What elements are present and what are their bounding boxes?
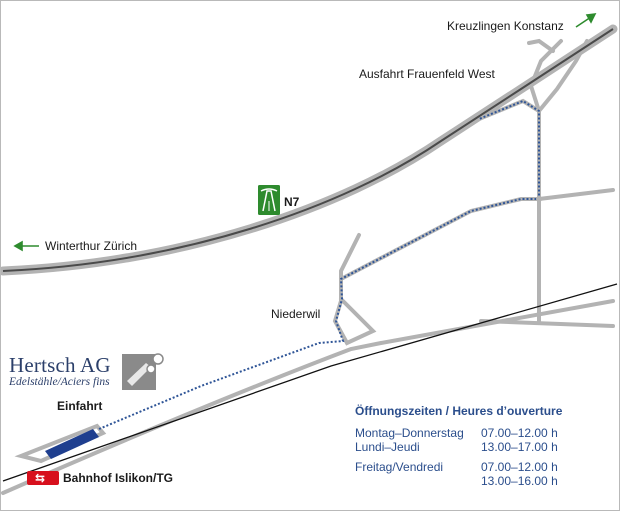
opening-hours: Öffnungszeiten / Heures d’ouverture Mont… — [355, 404, 562, 494]
hours-time: 13.00–16.00 h — [481, 474, 558, 488]
railway — [2, 283, 618, 482]
label-einfahrt: Einfahrt — [57, 399, 103, 413]
road-east — [537, 188, 615, 201]
company-tagline: Edelstähle/Aciers fins — [9, 376, 110, 388]
hours-day: Freitag/Vendredi — [355, 460, 444, 474]
hours-row: Freitag/Vendredi 07.00–12.00 h — [355, 460, 562, 474]
hours-row: Lundi–Jeudi 13.00–17.00 h — [355, 440, 562, 454]
hours-row: 13.00–16.00 h — [355, 474, 562, 488]
hours-group: Montag–Donnerstag 07.00–12.00 h Lundi–Je… — [355, 426, 562, 454]
hours-day: Montag–Donnerstag — [355, 426, 464, 440]
label-station: Bahnhof Islikon/TG — [63, 471, 173, 485]
junction-node — [536, 196, 542, 202]
ramp-west — [477, 98, 541, 121]
sbb-logo-icon: ⇆ — [27, 471, 59, 485]
company-logo-icon — [122, 353, 164, 390]
motorway-center — [2, 28, 614, 272]
company-name: Hertsch AG — [9, 353, 111, 377]
road-south — [1, 299, 615, 495]
hours-day: Lundi–Jeudi — [355, 440, 420, 454]
arrow-west-head — [13, 240, 23, 252]
hours-time: 07.00–12.00 h — [481, 426, 558, 440]
motorway — [1, 24, 618, 276]
hours-day — [355, 474, 481, 488]
label-kreuzlingen: Kreuzlingen Konstanz — [447, 19, 564, 33]
road-to-junction — [339, 197, 541, 281]
hours-time: 13.00–17.00 h — [481, 440, 558, 454]
direction-arrows — [13, 13, 597, 252]
motorway-outer — [1, 24, 618, 276]
road-niederwil — [332, 233, 377, 346]
hours-title: Öffnungszeiten / Heures d’ouverture — [355, 404, 563, 418]
arrow-northeast-head — [585, 13, 597, 24]
company-block: Hertsch AG Edelstähle/Aciers fins — [9, 353, 111, 388]
label-ausfahrt: Ausfahrt Frauenfeld West — [359, 67, 495, 81]
label-winterthur: Winterthur Zürich — [45, 239, 138, 253]
hours-row: Montag–Donnerstag 07.00–12.00 h — [355, 426, 562, 440]
ramp-top — [527, 38, 555, 53]
motorway-sign-icon — [258, 185, 280, 215]
hours-time: 07.00–12.00 h — [481, 460, 558, 474]
label-motorway: N7 — [284, 195, 300, 209]
hours-group: Freitag/Vendredi 07.00–12.00 h 13.00–16.… — [355, 460, 562, 488]
label-niederwil: Niederwil — [271, 307, 321, 321]
route-path — [98, 99, 540, 430]
factory-building — [45, 429, 99, 459]
road-station-loop — [14, 423, 107, 464]
